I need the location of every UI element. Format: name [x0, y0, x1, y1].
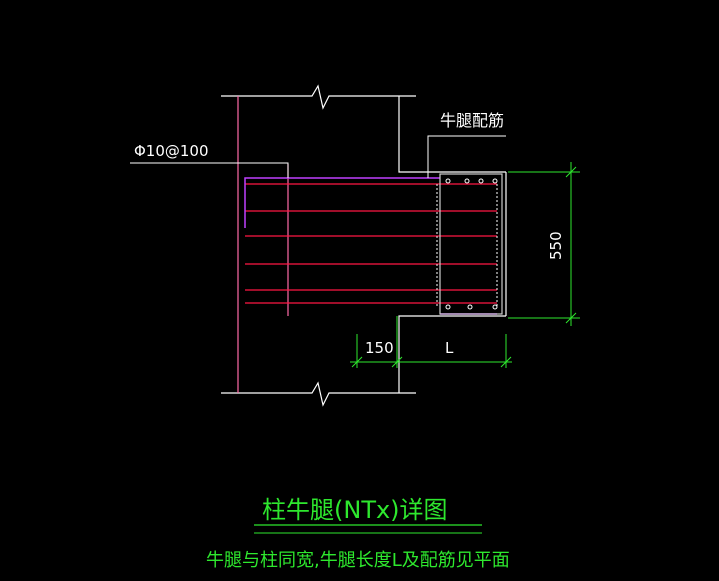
bar-dot	[492, 304, 498, 310]
section-bar-dots	[445, 178, 498, 310]
section-outline	[439, 173, 503, 315]
dim-length-label: L	[445, 339, 454, 357]
dim-offset-label: 150	[365, 339, 394, 357]
top-break-line	[221, 84, 416, 110]
column-right-face-lower	[398, 315, 506, 393]
corbel-reinforcement-label: 牛腿配筋	[440, 111, 504, 130]
dim-tick	[565, 166, 577, 178]
bar-dot	[492, 178, 498, 184]
dim-tick	[391, 356, 403, 368]
bottom-break-line	[221, 381, 416, 407]
dim-tick	[500, 356, 512, 368]
title-block: 柱牛腿(NTx)详图 牛腿与柱同宽,牛腿长度L及配筋见平面	[206, 496, 510, 571]
drawing-note: 牛腿与柱同宽,牛腿长度L及配筋见平面	[206, 550, 510, 571]
bar-dot	[464, 178, 470, 184]
column-edge-lines	[237, 96, 289, 393]
reinforcement-leader	[427, 135, 506, 178]
corbel-rebars	[245, 183, 497, 304]
column-right-face-upper	[398, 96, 506, 173]
dim-tick	[351, 356, 363, 368]
stirrup-spec-leader	[130, 162, 289, 178]
stirrup	[244, 177, 497, 315]
stirrup-top-bar	[244, 177, 440, 228]
bar-dot	[467, 304, 473, 310]
bar-dot	[478, 178, 484, 184]
column-outline	[221, 84, 507, 407]
leader-lines	[130, 135, 506, 178]
dim-height-label: 550	[547, 231, 565, 260]
dim-tick	[565, 312, 577, 324]
bar-dot	[445, 304, 451, 310]
drawing-title: 柱牛腿(NTx)详图	[262, 496, 448, 524]
stirrup-spec-label: Φ10@100	[134, 142, 209, 160]
dimension-lines	[350, 162, 580, 368]
bar-dot	[445, 178, 451, 184]
corbel-section	[436, 173, 503, 315]
